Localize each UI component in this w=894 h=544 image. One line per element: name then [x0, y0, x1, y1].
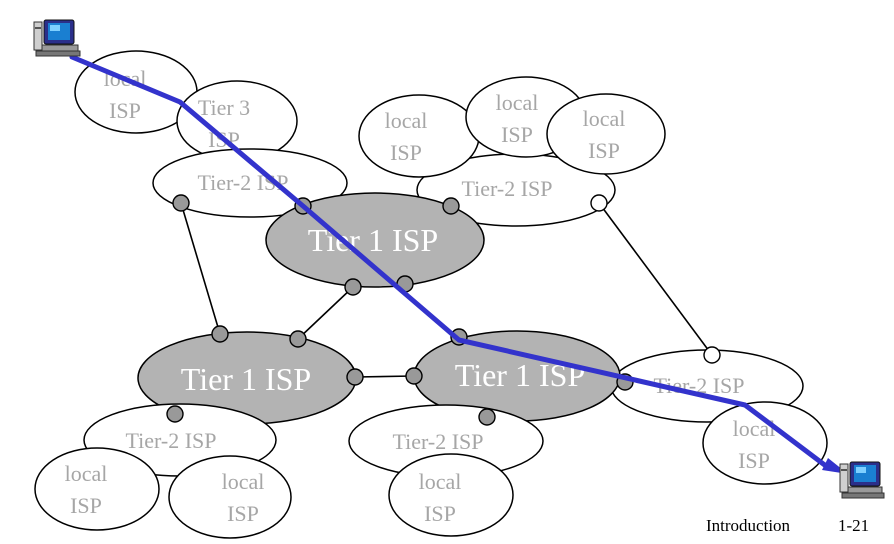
local-isp-label: local	[496, 90, 539, 115]
local-isp-node	[546, 93, 666, 175]
local-isp-label: local	[222, 469, 265, 494]
local-isp-node	[388, 453, 514, 537]
link-tier2-to-tier1	[180, 202, 221, 335]
local-isp-label: ISP	[738, 448, 770, 473]
desktop-computer-icon	[839, 461, 885, 499]
tier2-isp-label: Tier-2 ISP	[392, 429, 483, 454]
peering-point	[166, 405, 184, 423]
local-isp-label: ISP	[109, 98, 141, 123]
peering-point	[442, 197, 460, 215]
tier1-isp-label: Tier 1 ISP	[181, 361, 311, 397]
local-isp-node	[702, 401, 828, 485]
desktop-computer-icon	[33, 19, 81, 57]
local-isp-label: ISP	[424, 501, 456, 526]
footer-title: Introduction	[706, 516, 791, 535]
local-isp-label: local	[733, 416, 776, 441]
tier2-isp-label: Tier-2 ISP	[125, 428, 216, 453]
local-isp-label: local	[385, 108, 428, 133]
local-isp-label: local	[583, 106, 626, 131]
local-isp-label: ISP	[588, 138, 620, 163]
peering-point	[478, 408, 496, 426]
link-tier1-peering	[354, 375, 415, 378]
local-isp-node	[34, 447, 160, 531]
local-isp-label: ISP	[390, 140, 422, 165]
end-to-end-path	[69, 54, 829, 469]
footer-page-number: 1-21	[838, 516, 870, 535]
local-isp-label: local	[65, 461, 108, 486]
local-isp-label: ISP	[227, 501, 259, 526]
local-isp-label: ISP	[501, 122, 533, 147]
peering-point	[289, 330, 307, 348]
peering-point	[703, 346, 721, 364]
peering-point	[211, 325, 229, 343]
peering-point	[344, 278, 362, 296]
local-isp-node	[168, 455, 292, 539]
local-isp-label: local	[419, 469, 462, 494]
peering-links	[180, 202, 713, 378]
tier3-isp-label: Tier 3	[198, 95, 250, 120]
link-tier1-to-tier1	[297, 286, 354, 340]
link-tier2-to-tier2	[598, 202, 713, 356]
peering-point	[405, 367, 423, 385]
peering-point	[172, 194, 190, 212]
tier1-isp-node	[265, 192, 485, 288]
peering-point	[590, 194, 608, 212]
tier2-isp-label: Tier-2 ISP	[461, 176, 552, 201]
peering-point	[346, 368, 364, 386]
local-isp-label: ISP	[70, 493, 102, 518]
